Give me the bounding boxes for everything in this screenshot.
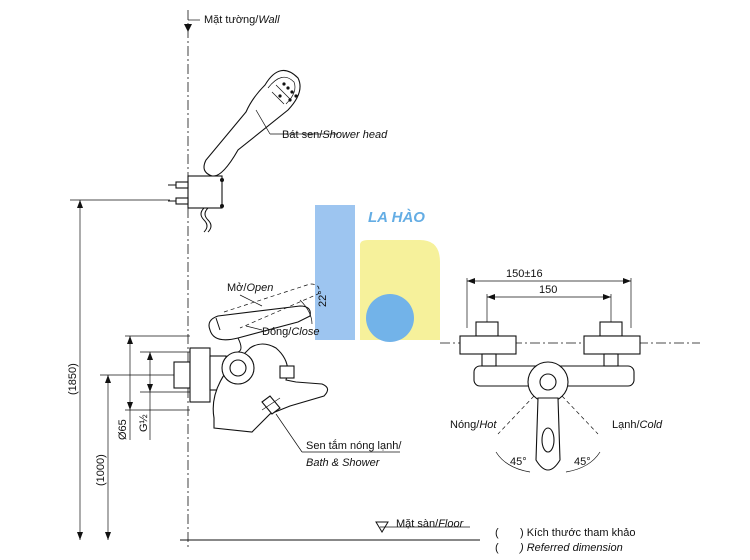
angle-22-label: 22° [317, 290, 329, 307]
wall-label: Mặt tường/Wall [204, 14, 280, 26]
wall-arrow [184, 24, 192, 32]
cold-label: Lạnh/Cold [612, 419, 663, 431]
shower-head-label: Bát sen/Shower head [282, 129, 388, 141]
mixer-side-view [173, 283, 329, 433]
watermark-bar-blue [315, 205, 355, 340]
dim-spacing-label: 150 [539, 284, 557, 296]
wall-bracket [168, 175, 224, 209]
shower-head [203, 69, 301, 177]
shower-head-leader [255, 109, 271, 135]
angle-right-label: 45° [574, 456, 591, 468]
shower-hose [200, 207, 208, 233]
mixer-front-view: 150±16 150 [440, 268, 700, 473]
bath-shower-leader [275, 413, 303, 453]
floor-label: Mặt sàn/Floor [396, 518, 465, 530]
bath-shower-label-vi: Sen tắm nóng lạnh/ [306, 439, 402, 452]
legend-ref-vi: ) Kích thước tham khảo [520, 527, 635, 539]
open-label: Mở/Open [227, 282, 273, 294]
watermark-logo: LA HÀO [315, 205, 440, 342]
legend-paren-2: ( [495, 542, 499, 554]
dim-thread-label: G½ [138, 414, 150, 432]
dim-diameter-label: Ø65 [117, 419, 129, 440]
close-label: Đóng/Close [262, 326, 319, 338]
angle-left-label: 45° [510, 456, 527, 468]
hot-label: Nóng/Hot [450, 419, 497, 431]
watermark-text: LA HÀO [368, 209, 425, 226]
watermark-circle [366, 294, 414, 342]
legend-ref-en: ) Referred dimension [518, 542, 623, 554]
bath-shower-label-en: Bath & Shower [306, 457, 381, 469]
dim-1850-label: (1850) [67, 363, 79, 395]
legend-paren-1: ( [495, 527, 499, 539]
floor-marker [375, 521, 389, 533]
angle-arc [299, 299, 313, 325]
dim-spacing-range-label: 150±16 [506, 268, 543, 280]
dim-1000-label: (1000) [95, 454, 107, 486]
